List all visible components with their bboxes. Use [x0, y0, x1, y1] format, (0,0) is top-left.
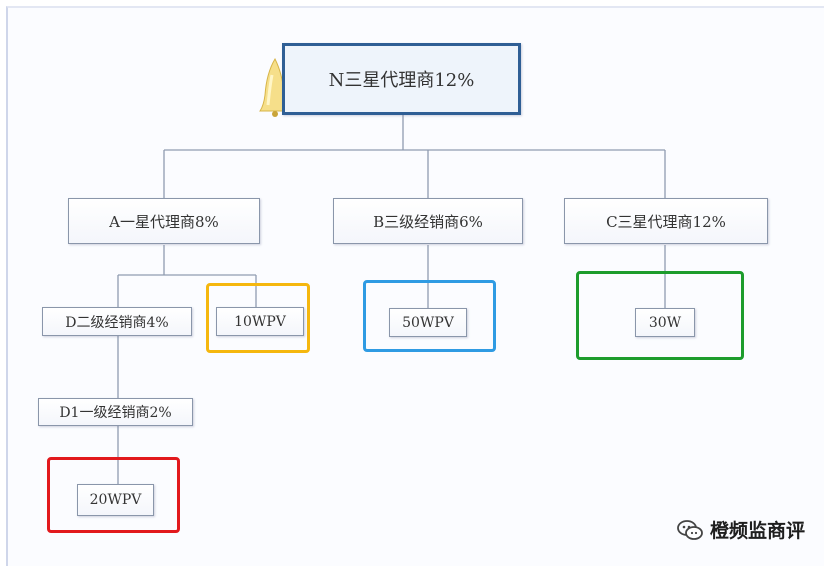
- highlight-box-green: [576, 271, 744, 360]
- watermark: 橙频监商评: [676, 516, 805, 543]
- highlight-box-red: [47, 457, 180, 533]
- node-b: B三级经销商6%: [333, 198, 523, 244]
- watermark-text: 橙频监商评: [710, 520, 806, 542]
- node-n-root: N三星代理商12%: [282, 43, 521, 115]
- node-pv-a: 10WPV: [216, 307, 304, 336]
- node-d1: D1一级经销商2%: [38, 398, 193, 426]
- node-c: C三星代理商12%: [564, 198, 768, 244]
- highlight-box-blue: [363, 280, 496, 352]
- node-pv-b: 50WPV: [389, 308, 467, 337]
- node-pv-c: 30W: [635, 308, 695, 337]
- node-a: A一星代理商8%: [68, 198, 260, 244]
- node-d: D二级经销商4%: [42, 307, 192, 336]
- node-pv-d1: 20WPV: [77, 484, 154, 516]
- chat-bubbles-icon: [677, 519, 703, 540]
- highlight-box-yellow: [206, 283, 310, 353]
